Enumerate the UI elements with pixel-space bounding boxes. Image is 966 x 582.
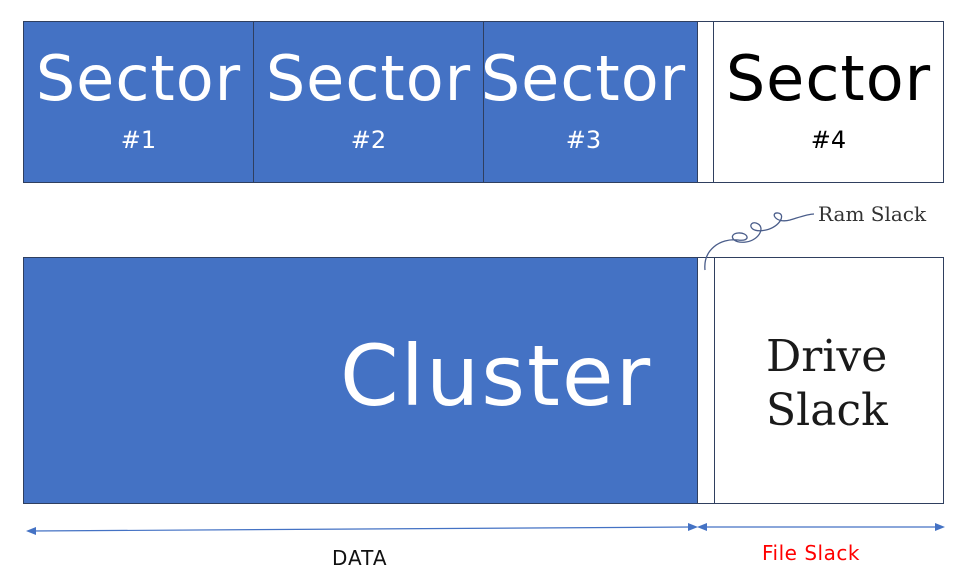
sector-3: Sector #3	[481, 21, 698, 183]
data-arrow-left-head	[26, 527, 36, 535]
file-slack-label: File Slack	[762, 541, 860, 565]
ram-slack-label: Ram Slack	[818, 202, 927, 226]
sector-4-title: Sector	[725, 42, 932, 115]
sector-1-title: Sector	[35, 42, 242, 115]
sector-2-title: Sector	[265, 42, 472, 115]
sector-2-number: #2	[350, 126, 387, 154]
file-slack-arrow-right-head	[935, 523, 945, 531]
cluster-data-area	[23, 257, 698, 504]
sector-3-title: Sector	[480, 42, 687, 115]
ram-slack-pointer	[704, 212, 815, 271]
sector-4: Sector #4	[713, 21, 944, 183]
drive-slack-line2: Slack	[766, 385, 888, 436]
data-arrow-line	[29, 526, 693, 532]
sector-1: Sector #1	[23, 21, 254, 183]
sector-4-number: #4	[810, 126, 847, 154]
drive-slack-line1: Drive	[766, 331, 888, 382]
drive-slack-area	[714, 257, 944, 504]
drive-slack-label: Drive Slack	[766, 330, 936, 438]
file-slack-arrow-left-head	[697, 523, 707, 531]
sector-3-number: #3	[565, 126, 602, 154]
data-label: DATA	[332, 546, 388, 570]
sector-1-number: #1	[120, 126, 157, 154]
cluster-label: Cluster	[340, 327, 653, 425]
data-arrow-right-head	[688, 523, 698, 531]
